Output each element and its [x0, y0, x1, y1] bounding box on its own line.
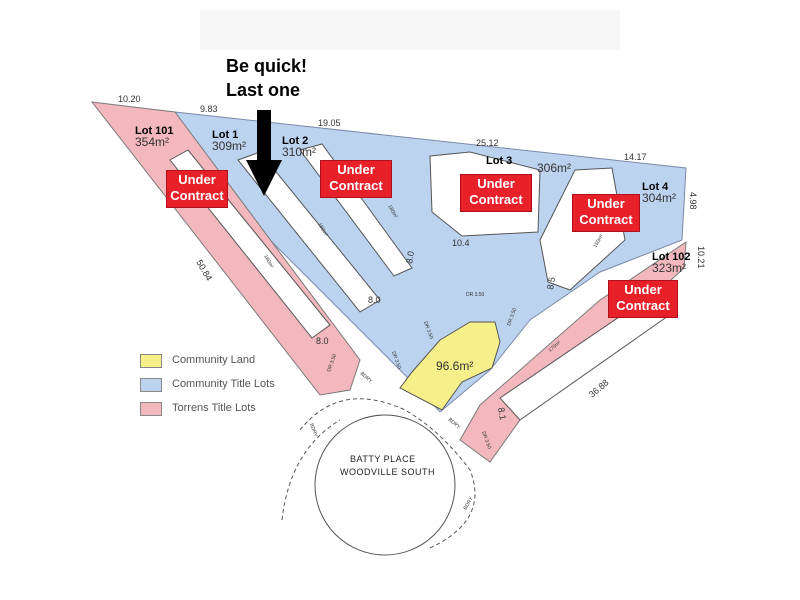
lot-label-1: Lot 1: [212, 129, 238, 141]
road-edge: [281, 419, 341, 521]
lot-area-1: 309m²: [212, 139, 246, 153]
dim-label: 4.98: [688, 192, 698, 210]
road-edge: [299, 398, 476, 549]
street-name: BATTY PLACE: [350, 454, 416, 464]
under-contract-badge-lot-2: Under Contract: [320, 160, 392, 198]
bdry-label: BDRY: [447, 417, 462, 431]
dim-label: 8.0: [316, 336, 329, 346]
badge-line-2: Contract: [579, 212, 633, 227]
lot-label-102: Lot 102: [652, 251, 691, 263]
under-contract-badge-lot-4: Under Contract: [572, 194, 640, 232]
lot-area-101: 354m²: [135, 135, 169, 149]
legend-swatch: [140, 378, 162, 392]
dim-label: 8.0: [404, 250, 416, 264]
background-marks: [200, 10, 620, 50]
lot-area-2: 310m²: [282, 145, 316, 159]
down-arrow-icon: [246, 110, 282, 196]
lot-label-3: Lot 3: [486, 155, 512, 167]
lot-area-102: 323m²: [652, 261, 686, 275]
bdry-label: BDRY: [359, 371, 374, 385]
lot-label-4: Lot 4: [642, 181, 669, 193]
dim-label: 19.05: [318, 118, 341, 128]
torrens-lot-101: [90, 101, 361, 396]
lot-area-4: 304m²: [642, 191, 676, 205]
promo-message: Be quick! Last one: [226, 54, 307, 102]
dim-label: 36.88: [587, 377, 611, 399]
dim-label: 8.1: [496, 407, 508, 421]
badge-line-2: Contract: [329, 178, 383, 193]
dim-label: 50.84: [194, 258, 214, 283]
legend-swatch: [140, 354, 162, 368]
badge-line-1: Under: [178, 172, 216, 187]
dim-label: 9.83: [200, 104, 218, 114]
under-contract-badge-lot-3: Under Contract: [460, 174, 532, 212]
lot-area-3: 306m²: [537, 161, 571, 175]
dr-label: DR 3.50: [480, 431, 492, 450]
dim-label: 8.0: [368, 295, 381, 305]
legend-label: Torrens Title Lots: [172, 402, 256, 414]
promo-line-2: Last one: [226, 80, 301, 100]
bdry-label: BDRY: [308, 423, 319, 439]
dr-label: DR 3.50: [390, 351, 402, 370]
badge-line-2: Contract: [170, 188, 224, 203]
dim-label: 10.21: [696, 246, 706, 269]
badge-line-2: Contract: [469, 192, 523, 207]
lot-label-2: Lot 2: [282, 135, 308, 147]
dr-label: DR 3.50: [506, 307, 518, 326]
building-lot-1: [237, 151, 381, 313]
street-suburb: WOODVILLE SOUTH: [340, 467, 435, 477]
promo-line-1: Be quick!: [226, 56, 308, 76]
badge-line-2: Contract: [616, 298, 670, 313]
under-contract-badge-lot-101: Under Contract: [166, 170, 228, 208]
badge-line-1: Under: [587, 196, 625, 211]
dim-label: 25.12: [476, 138, 499, 148]
community-land-area: 96.6m²: [436, 359, 473, 373]
legend-swatch: [140, 402, 162, 416]
community-land: [399, 321, 501, 411]
dim-label: 14.17: [624, 152, 647, 162]
dim-label: 10.20: [118, 94, 141, 104]
dim-label: 8.5: [545, 276, 557, 290]
dim-label: 10.4: [452, 238, 470, 248]
dr-label: DR 3.50: [466, 292, 485, 298]
cul-de-sac: [314, 414, 456, 556]
badge-line-1: Under: [477, 176, 515, 191]
dr-label: DR 3.50: [326, 353, 338, 372]
badge-line-1: Under: [624, 282, 662, 297]
legend-label: Community Land: [172, 354, 256, 366]
community-title-region: [173, 111, 687, 413]
legend-label: Community Title Lots: [172, 378, 275, 390]
badge-line-1: Under: [337, 162, 375, 177]
bdry-label: BDRY: [463, 495, 475, 511]
dr-label: DR 3.50: [422, 321, 434, 340]
under-contract-badge-lot-102: Under Contract: [608, 280, 678, 318]
lot-label-101: Lot 101: [135, 125, 174, 137]
